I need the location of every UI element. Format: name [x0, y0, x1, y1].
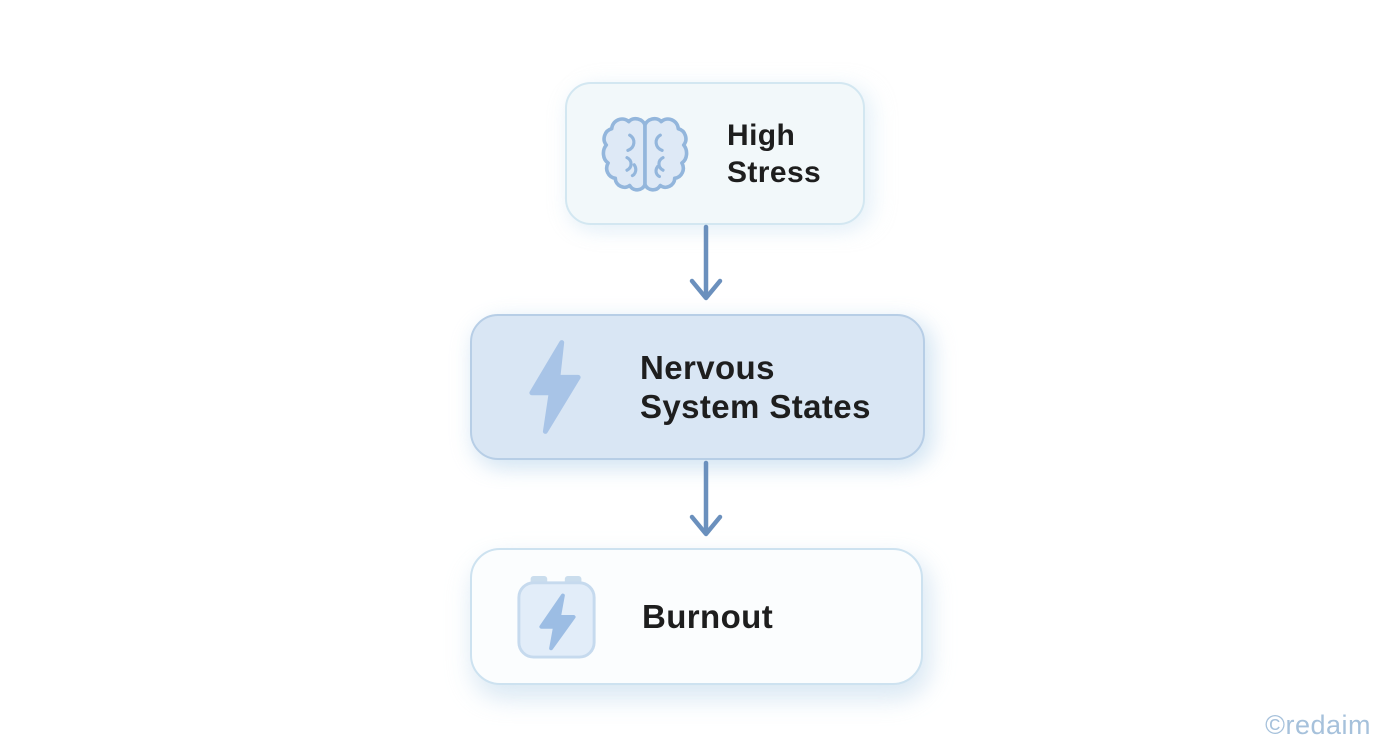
- lightning-bolt-icon: [526, 338, 584, 436]
- node-burnout: Burnout: [470, 548, 923, 685]
- node-title-line: System States: [640, 388, 871, 425]
- watermark: ©redaim: [1265, 710, 1371, 740]
- node-title-line: Nervous: [640, 349, 775, 386]
- node-title-burnout: Burnout: [642, 597, 773, 636]
- node-title-line: Stress: [727, 155, 822, 189]
- node-title-high-stress: High Stress: [727, 117, 821, 191]
- battery-charging-icon: [514, 574, 600, 660]
- connector-arrow-down-2: [684, 460, 728, 548]
- node-title-nervous-system-states: Nervous System States: [640, 348, 871, 426]
- brain-icon: [600, 111, 690, 197]
- node-high-stress: High Stress: [565, 82, 865, 225]
- node-title-line: Burnout: [642, 598, 774, 635]
- node-title-line: High: [727, 118, 796, 152]
- connector-arrow-down-1: [684, 224, 728, 312]
- node-nervous-system-states: Nervous System States: [470, 314, 925, 460]
